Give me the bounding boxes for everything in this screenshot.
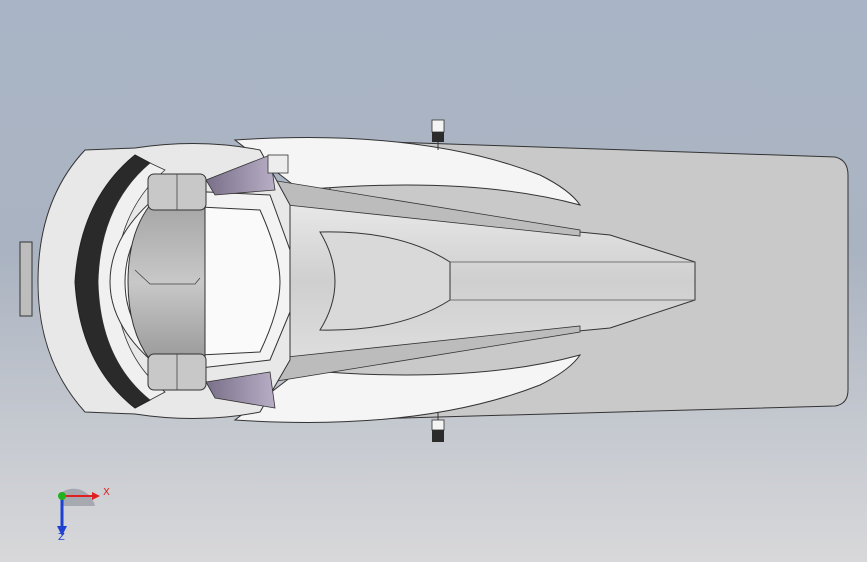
front-bumper xyxy=(19,241,33,317)
bottom-marker xyxy=(431,412,445,442)
nose-block xyxy=(127,204,206,361)
lower-intake xyxy=(205,371,276,409)
x-axis-label: X xyxy=(103,487,110,498)
hull-ridge xyxy=(319,231,451,331)
coordinate-triad: X Z xyxy=(40,478,120,548)
z-axis-label: Z xyxy=(58,532,65,543)
upper-intake xyxy=(205,154,276,196)
axis-triad-icon xyxy=(57,488,100,536)
top-marker xyxy=(431,119,445,150)
